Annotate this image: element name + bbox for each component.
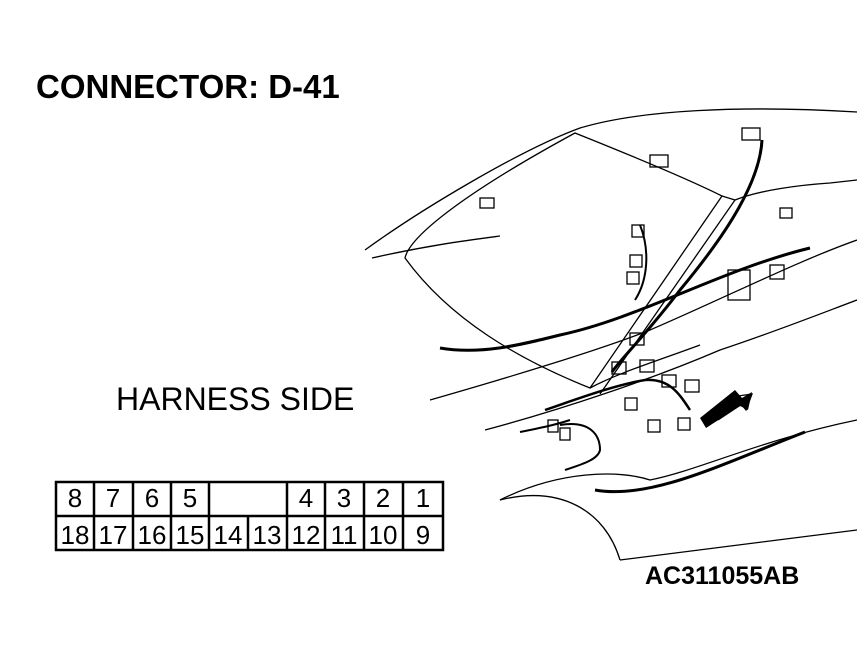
pin-14: 14 [214,520,243,550]
harness-side-label: HARNESS SIDE [116,381,355,417]
pin-16: 16 [138,520,167,550]
pin-11: 11 [331,520,358,550]
pin-18: 18 [61,520,90,550]
connector-face [54,480,445,552]
connector-title: CONNECTOR: D-41 [36,68,340,105]
pin-2: 2 [376,483,390,513]
pin-12: 12 [292,520,321,550]
pin-10: 10 [369,520,398,550]
arrow-icon [700,390,752,428]
pin-9: 9 [416,520,430,550]
pin-7: 7 [106,483,120,513]
pin-13: 13 [253,520,282,550]
figure-code: AC311055AB [645,562,800,590]
vehicle-illustration [364,108,857,561]
pin-15: 15 [176,520,205,550]
pin-17: 17 [99,520,128,550]
pin-3: 3 [337,483,351,513]
pin-6: 6 [145,483,159,513]
pin-8: 8 [68,483,82,513]
pin-5: 5 [183,483,197,513]
pin-1: 1 [416,483,430,513]
pin-4: 4 [299,483,313,513]
